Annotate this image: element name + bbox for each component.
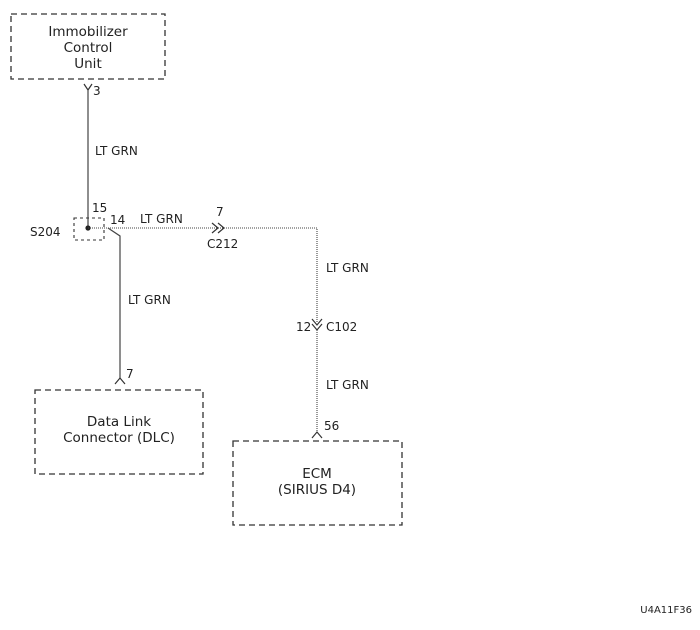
ecm-label-line1: ECM [302, 466, 332, 482]
ecm-pin-number: 56 [324, 419, 339, 433]
ecm-box [232, 440, 403, 526]
dlc-pin-connector-icon [114, 377, 126, 385]
immobilizer-label-line3: Unit [74, 56, 101, 72]
c102-name: C102 [326, 320, 357, 334]
dlc-label-line1: Data Link [87, 414, 151, 430]
dlc-box [34, 389, 204, 475]
immobilizer-label-line2: Control [64, 40, 113, 56]
wire-color-c102-to-ecm: LT GRN [326, 378, 369, 392]
splice-s204-box [73, 217, 105, 241]
immobilizer-control-unit-box [10, 13, 166, 80]
wire-color-splice-to-c212: LT GRN [140, 212, 183, 226]
ecm-label-line2: (SIRIUS D4) [278, 482, 356, 498]
c212-name: C212 [207, 237, 238, 251]
immobilizer-pin-connector-icon [83, 83, 93, 92]
ecm-pin-connector-icon [311, 431, 323, 439]
splice-pin-out: 14 [110, 213, 125, 227]
wire-splice-to-dlc [107, 227, 121, 378]
c102-pin-number: 12 [296, 320, 311, 334]
immobilizer-label-line1: Immobilizer [48, 24, 128, 40]
c212-pin-number: 7 [216, 205, 224, 219]
splice-pin-in: 15 [92, 201, 107, 215]
c102-connector-icon [311, 318, 323, 331]
wire-color-immo-to-splice: LT GRN [95, 144, 138, 158]
wire-color-splice-to-dlc: LT GRN [128, 293, 171, 307]
dlc-label-line2: Connector (DLC) [63, 430, 175, 446]
dlc-pin-number: 7 [126, 367, 134, 381]
wire-color-c212-to-c102: LT GRN [326, 261, 369, 275]
splice-name: S204 [30, 225, 61, 239]
immobilizer-pin-number: 3 [93, 84, 101, 98]
figure-id: U4A11F36 [640, 605, 692, 616]
wire-c212-to-c102 [224, 227, 318, 322]
